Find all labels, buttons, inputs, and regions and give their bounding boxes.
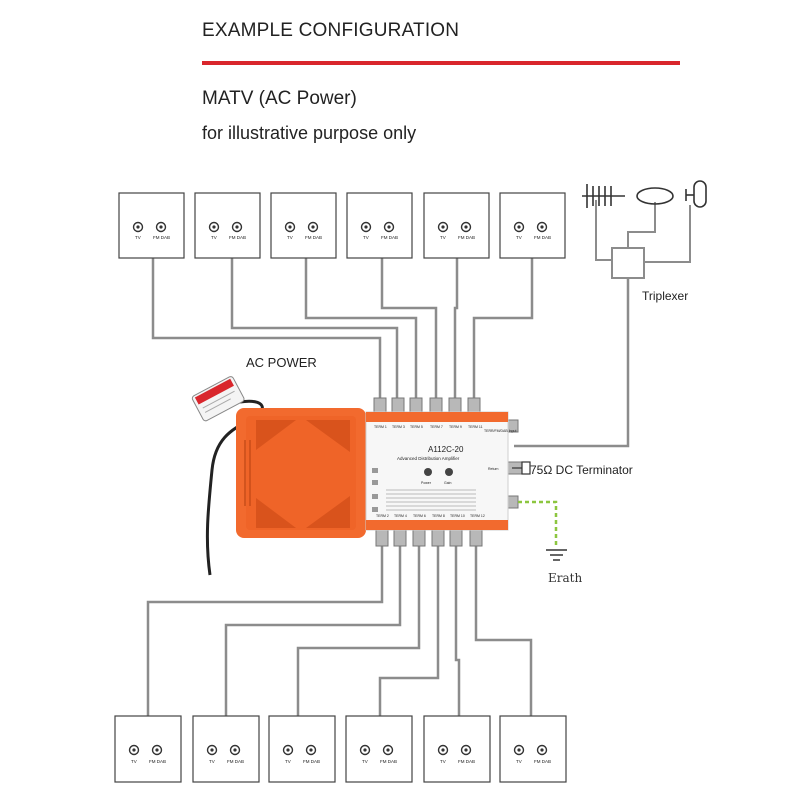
power-knob	[424, 468, 432, 476]
wall-plate: TV FM DAB	[270, 192, 337, 259]
svg-text:TV: TV	[363, 235, 369, 240]
amplifier-model: A112C-20	[428, 445, 464, 454]
earth-label: Erath	[548, 571, 582, 585]
wall-plate: TV FM DAB	[345, 715, 413, 783]
terminator-icon	[512, 461, 531, 475]
svg-text:TERM 11: TERM 11	[468, 425, 483, 429]
cable	[453, 258, 459, 400]
amplifier-subtitle: Advanced Distribution Amplifier	[397, 456, 460, 461]
svg-text:FM DAB: FM DAB	[458, 759, 475, 764]
svg-text:TERR/FM/DAB Input: TERR/FM/DAB Input	[484, 429, 517, 433]
cable	[378, 545, 440, 718]
cable	[304, 258, 418, 400]
svg-text:Power: Power	[421, 481, 432, 485]
ac-plug-icon	[191, 376, 245, 422]
svg-text:TV: TV	[516, 235, 522, 240]
cable	[474, 545, 533, 718]
wall-plate: TV FM DAB	[114, 715, 182, 783]
svg-text:FM DAB: FM DAB	[153, 235, 170, 240]
svg-text:TERM 6: TERM 6	[413, 514, 426, 518]
bottom-port-labels: TERM 2 TERM 4 TERM 6 TERM 8 TERM 10 TERM…	[376, 514, 485, 518]
wall-plate: TV FM DAB	[499, 715, 567, 783]
svg-text:TV: TV	[362, 759, 368, 764]
ac-power-label: AC POWER	[246, 355, 317, 370]
cable	[224, 545, 402, 718]
svg-text:TERM 1: TERM 1	[374, 425, 387, 429]
amp-bottom-connectors	[375, 527, 483, 547]
gain-knob	[445, 468, 453, 476]
svg-text:TERM 7: TERM 7	[430, 425, 443, 429]
svg-text:TERM 5: TERM 5	[410, 425, 423, 429]
svg-text:TERM 3: TERM 3	[392, 425, 405, 429]
svg-text:TV: TV	[209, 759, 215, 764]
wall-plate: TV FM DAB	[194, 192, 261, 259]
cable	[380, 258, 438, 400]
dipole-antenna-icon	[685, 180, 707, 208]
earth-wire	[518, 500, 558, 548]
terminator-label: 75Ω DC Terminator	[530, 463, 633, 477]
wall-plate: TV FM DAB	[118, 192, 185, 259]
cable	[146, 545, 384, 718]
input-cable	[514, 278, 630, 448]
wall-plate: TV FM DAB	[192, 715, 260, 783]
wall-plate: TV FM DAB	[423, 715, 491, 783]
wall-plate: TV FM DAB	[499, 192, 566, 259]
svg-text:TV: TV	[131, 759, 137, 764]
svg-text:TV: TV	[516, 759, 522, 764]
top-wall-plates: TV FM DAB TV FM DAB TV FM DAB TV FM DAB	[118, 192, 566, 259]
svg-text:TERM 4: TERM 4	[394, 514, 407, 518]
svg-text:FM DAB: FM DAB	[227, 759, 244, 764]
svg-text:FM DAB: FM DAB	[380, 759, 397, 764]
svg-text:TERM 8: TERM 8	[432, 514, 445, 518]
svg-text:TV: TV	[211, 235, 217, 240]
svg-text:Gain: Gain	[444, 481, 451, 485]
svg-text:TERM 10: TERM 10	[450, 514, 465, 518]
cable	[296, 545, 421, 718]
svg-text:TV: TV	[440, 759, 446, 764]
amplifier-unit: A112C-20 Advanced Distribution Amplifier…	[236, 408, 517, 538]
svg-text:FM DAB: FM DAB	[534, 235, 551, 240]
svg-text:TV: TV	[440, 235, 446, 240]
wall-plate: TV FM DAB	[346, 192, 413, 259]
triplexer-box	[611, 247, 645, 279]
svg-text:Return: Return	[488, 467, 499, 471]
cable	[454, 545, 461, 718]
svg-text:FM DAB: FM DAB	[534, 759, 551, 764]
svg-text:TERM 9: TERM 9	[449, 425, 462, 429]
svg-text:TV: TV	[135, 235, 141, 240]
ac-power-cable	[205, 399, 264, 576]
cable	[151, 258, 382, 400]
svg-text:TERM 12: TERM 12	[470, 514, 485, 518]
bottom-cables	[146, 545, 533, 718]
wall-plate: TV FM DAB	[423, 192, 490, 259]
svg-text:FM DAB: FM DAB	[458, 235, 475, 240]
illustrative-note: for illustrative purpose only	[202, 123, 417, 143]
yagi-antenna-icon	[582, 184, 625, 208]
page-title: EXAMPLE CONFIGURATION	[202, 20, 460, 41]
antenna-cables	[595, 200, 691, 263]
wall-plate: TV FM DAB	[268, 715, 336, 783]
top-port-labels: TERM 1 TERM 3 TERM 5 TERM 7 TERM 9 TERM …	[374, 425, 483, 429]
svg-text:FM DAB: FM DAB	[303, 759, 320, 764]
cable	[472, 258, 534, 400]
svg-text:FM DAB: FM DAB	[305, 235, 322, 240]
svg-text:TERM 2: TERM 2	[376, 514, 389, 518]
earth-symbol-icon	[546, 549, 567, 561]
svg-text:TV: TV	[287, 235, 293, 240]
svg-text:TV: TV	[285, 759, 291, 764]
top-cables	[151, 258, 534, 400]
svg-text:FM DAB: FM DAB	[149, 759, 166, 764]
bottom-wall-plates: TV FM DAB TV FM DAB TV FM DAB TV FM DAB	[114, 715, 567, 783]
title-rule	[202, 61, 680, 65]
ring-antenna-icon	[636, 187, 674, 205]
triplexer-label: Triplexer	[642, 289, 688, 303]
page-subtitle: MATV (AC Power)	[202, 88, 357, 109]
svg-text:FM DAB: FM DAB	[381, 235, 398, 240]
svg-text:FM DAB: FM DAB	[229, 235, 246, 240]
cable	[230, 258, 399, 400]
